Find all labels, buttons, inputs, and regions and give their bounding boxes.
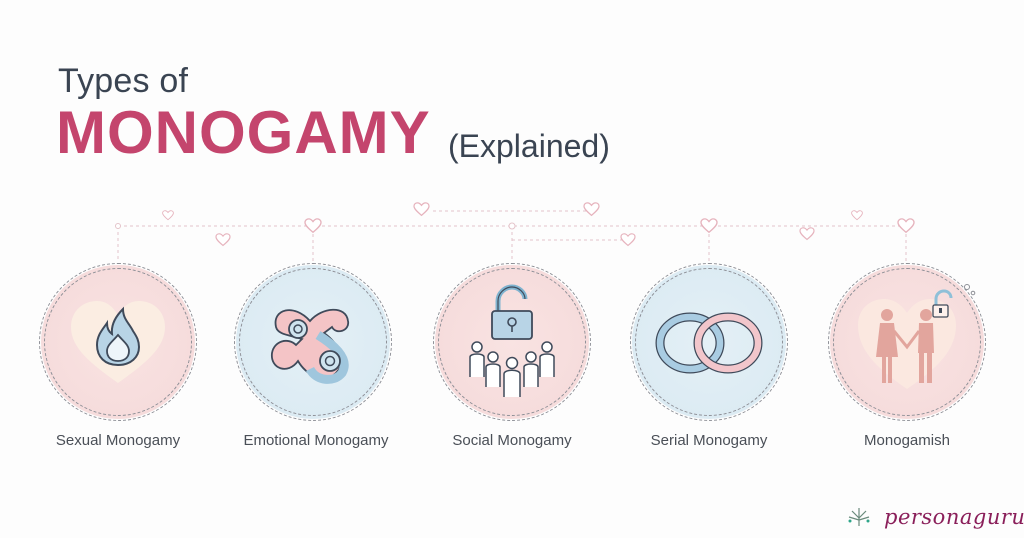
social-monogamy-circle (433, 263, 591, 421)
brand-name: personaguru (884, 505, 1024, 529)
emotional-monogamy-circle (234, 263, 392, 421)
type-label: Monogamish (864, 432, 950, 449)
type-label: Sexual Monogamy (55, 432, 181, 449)
connector-lines (115, 202, 915, 262)
type-label: Social Monogamy (452, 432, 572, 449)
title-main: MONOGAMY (56, 99, 431, 166)
interlocked-rings-icon (655, 312, 763, 374)
type-label: Serial Monogamy (650, 432, 768, 449)
couple-heart-open-lock-icon (858, 284, 976, 389)
title-subtitle: (Explained) (448, 128, 610, 164)
serial-monogamy-circle (630, 263, 788, 421)
heart-icon (162, 210, 174, 221)
sexual-monogamy-circle (39, 263, 197, 421)
open-lock-people-icon (469, 284, 555, 397)
type-label: Emotional Monogamy (243, 432, 389, 449)
title-line1: Types of (58, 62, 189, 100)
intertwined-swirls-icon (271, 308, 349, 384)
brand-logo: personaguru (846, 505, 1024, 529)
flame-heart-icon (71, 301, 165, 383)
monogamish-circle (828, 263, 986, 421)
tree-logo-icon (848, 508, 870, 526)
